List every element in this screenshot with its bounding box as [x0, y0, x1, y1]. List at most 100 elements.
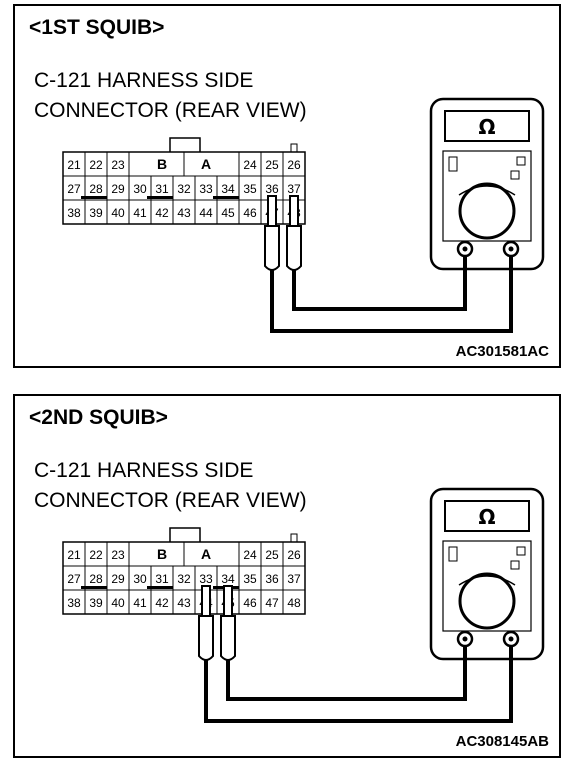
- pin-number: 31: [155, 182, 169, 196]
- pin-number: 43: [177, 206, 191, 220]
- rotary-dial: [458, 572, 516, 630]
- pin-number: 34: [221, 572, 235, 586]
- probe-lead: [270, 256, 513, 333]
- cavity-label: B: [157, 156, 167, 172]
- pin-number: 32: [177, 182, 191, 196]
- meter-marker: [516, 546, 526, 556]
- pin-number: 30: [133, 182, 147, 196]
- probe-tip: [201, 585, 211, 617]
- probe-handle: [264, 225, 280, 271]
- pin-number: 38: [67, 596, 81, 610]
- ohm-symbol: Ω: [478, 505, 495, 529]
- pin-number: 26: [287, 158, 301, 172]
- pin-number: 38: [67, 206, 81, 220]
- connector-caption: C-121 HARNESS SIDE CONNECTOR (REAR VIEW): [34, 456, 307, 516]
- pin-number: 43: [177, 596, 191, 610]
- connector-latch: [169, 137, 201, 152]
- pin-number: 36: [265, 572, 279, 586]
- pin-number: 26: [287, 548, 301, 562]
- cavity-a: [183, 151, 240, 177]
- pin-number: 24: [243, 158, 257, 172]
- pin-number: 41: [133, 596, 147, 610]
- pin-number: 36: [265, 182, 279, 196]
- caption-line-2: CONNECTOR (REAR VIEW): [34, 99, 307, 122]
- pin-number: 35: [243, 572, 257, 586]
- probe-handle: [286, 225, 302, 271]
- squib-1-panel: <1ST SQUIB> C-121 HARNESS SIDE CONNECTOR…: [13, 4, 561, 368]
- probe-lead: [204, 646, 513, 723]
- squib-2-panel: <2ND SQUIB> C-121 HARNESS SIDE CONNECTOR…: [13, 394, 561, 758]
- panel-title: <2ND SQUIB>: [29, 406, 168, 429]
- pin-number: 39: [89, 206, 103, 220]
- pin-number: 25: [265, 158, 279, 172]
- test-probe: [220, 585, 467, 701]
- ohmmeter-icon: Ω: [429, 97, 545, 271]
- rotary-dial: [458, 182, 516, 240]
- terminal-center: [508, 246, 514, 252]
- probe-lead: [292, 256, 467, 311]
- test-probe: [264, 195, 513, 333]
- pin-number: 42: [155, 206, 169, 220]
- meter-marker: [510, 560, 520, 570]
- dial-arc: [458, 185, 516, 196]
- ohm-symbol: Ω: [478, 115, 495, 139]
- connector-cell: [282, 589, 306, 615]
- pin-number: 47: [265, 596, 279, 610]
- caption-line-2: CONNECTOR (REAR VIEW): [34, 489, 307, 512]
- test-probe: [198, 585, 513, 723]
- short-bar: [147, 586, 173, 589]
- caption-line-1: C-121 HARNESS SIDE: [34, 459, 254, 482]
- test-probe: [286, 195, 467, 311]
- meter-marker: [448, 156, 458, 172]
- meter-marker: [510, 170, 520, 180]
- probe-handle: [220, 615, 236, 661]
- pin-number: 35: [243, 182, 257, 196]
- short-bar: [81, 586, 107, 589]
- figure-code: AC308145AB: [455, 733, 549, 750]
- pin-number: 27: [67, 572, 81, 586]
- short-bar: [147, 196, 173, 199]
- terminal-center: [462, 636, 468, 642]
- pin-number: 45: [221, 206, 235, 220]
- caption-line-1: C-121 HARNESS SIDE: [34, 69, 254, 92]
- pin-number: 31: [155, 572, 169, 586]
- pin-number: 28: [89, 182, 103, 196]
- pin-number: 22: [89, 158, 103, 172]
- pin-number: 37: [287, 572, 301, 586]
- short-bar: [213, 196, 239, 199]
- pin-number: 33: [199, 182, 213, 196]
- short-bar: [81, 196, 107, 199]
- terminal-center: [462, 246, 468, 252]
- pin-number: 21: [67, 158, 81, 172]
- connector-caption: C-121 HARNESS SIDE CONNECTOR (REAR VIEW): [34, 66, 307, 126]
- connector-latch: [169, 527, 201, 542]
- pin-number: 40: [111, 206, 125, 220]
- probe-tip: [289, 195, 299, 227]
- pin-number: 33: [199, 572, 213, 586]
- pin-number: 29: [111, 182, 125, 196]
- figure-code: AC301581AC: [455, 343, 549, 360]
- pin-number: 28: [89, 572, 103, 586]
- pin-number: 22: [89, 548, 103, 562]
- dial-arc: [458, 575, 516, 586]
- pin-number: 34: [221, 182, 235, 196]
- probe-tip: [267, 195, 277, 227]
- meter-panel: [442, 540, 532, 632]
- cavity-label: B: [157, 546, 167, 562]
- cavity-a: [183, 541, 240, 567]
- pin-number: 46: [243, 596, 257, 610]
- panel-title: <1ST SQUIB>: [29, 16, 165, 39]
- meter-marker: [448, 546, 458, 562]
- pin-number: 40: [111, 596, 125, 610]
- terminal-center: [508, 636, 514, 642]
- connector-tab: [290, 533, 298, 543]
- connector-tab: [290, 143, 298, 153]
- pin-number: 24: [243, 548, 257, 562]
- pin-number: 44: [199, 206, 213, 220]
- pin-number: 21: [67, 548, 81, 562]
- pin-number: 39: [89, 596, 103, 610]
- pin-number: 23: [111, 158, 125, 172]
